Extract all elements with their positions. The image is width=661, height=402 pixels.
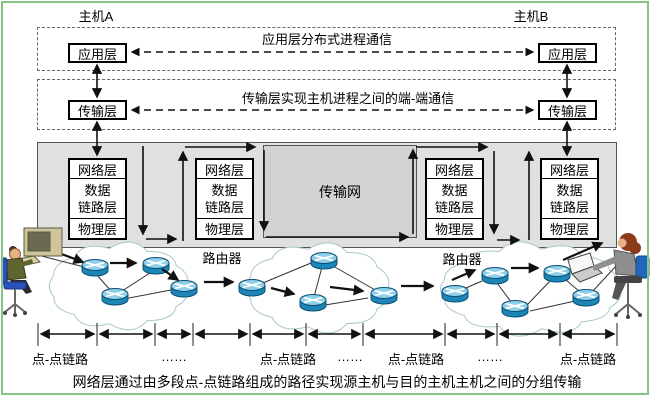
router-icon [501, 299, 529, 318]
router-icon [543, 264, 571, 283]
link-label-3: 点-点链路 [259, 352, 317, 367]
datalink-layer-row: 数据链路层 [427, 178, 482, 219]
router-label-left: 路由器 [202, 251, 242, 266]
diagram-caption: 网络层通过由多段点-点链路组成的路径实现源主机与目的主机主机之间的分组传输 [72, 374, 582, 390]
datalink-line2: 链路层 [204, 199, 244, 215]
router-icon [481, 266, 509, 285]
router-icon [370, 286, 398, 305]
datalink-layer-row: 数据链路层 [542, 178, 597, 219]
datalink-line1: 数据 [441, 182, 468, 198]
router-link-lines [25, 251, 617, 312]
datalink-line1: 数据 [556, 182, 583, 198]
router-icon [299, 293, 327, 312]
router-icon [238, 278, 266, 297]
protocol-stack-router-1: 网络层 数据链路层 物理层 [195, 158, 254, 240]
link-label-2: …… [161, 349, 187, 364]
transport-dashed-region [37, 79, 616, 130]
link-label-7: 点-点链路 [559, 352, 617, 367]
network-layer-row: 网络层 [204, 162, 244, 178]
host-b-label: 主机B [513, 9, 549, 24]
network-cloud-left [48, 241, 189, 331]
routers [81, 251, 600, 318]
transport-layer-box-host-b: 传输层 [538, 100, 597, 120]
protocol-stack-host-a: 网络层 数据链路层 物理层 [68, 158, 127, 240]
routing-arrows [31, 241, 604, 297]
app-comm-label: 应用层分布式进程通信 [261, 32, 393, 47]
datalink-layer-row: 数据链路层 [70, 178, 125, 219]
link-label-5: 点-点链路 [387, 352, 445, 367]
host-a-label: 主机A [78, 9, 114, 24]
app-layer-box-host-a: 应用层 [68, 43, 127, 63]
link-label-4: …… [337, 349, 363, 364]
link-label-6: …… [477, 349, 503, 364]
router-icon [101, 287, 129, 306]
transport-comm-label: 传输层实现主机进程之间的端-端通信 [241, 91, 455, 106]
router-icon [441, 284, 469, 303]
router-icon [572, 288, 600, 307]
datalink-line2: 链路层 [549, 199, 589, 215]
physical-layer-row: 物理层 [549, 222, 589, 237]
datalink-line2: 链路层 [434, 199, 474, 215]
datalink-layer-row: 数据链路层 [197, 178, 252, 219]
datalink-line1: 数据 [84, 182, 111, 198]
transport-layer-box-host-a: 传输层 [68, 100, 127, 120]
app-layer-box-host-b: 应用层 [538, 43, 597, 63]
transport-net-box: 传输网 [263, 145, 417, 238]
application-dashed-region [37, 27, 616, 71]
physical-layer-row: 物理层 [434, 222, 474, 237]
protocol-stack-router-2: 网络层 数据链路层 物理层 [425, 158, 484, 240]
router-icon [81, 258, 109, 277]
router-icon [142, 256, 170, 275]
network-clouds [48, 241, 622, 337]
router-label-right: 路由器 [442, 252, 482, 267]
datalink-line1: 数据 [211, 182, 238, 198]
protocol-stack-host-b: 网络层 数据链路层 物理层 [540, 158, 599, 240]
router-icon [310, 251, 338, 270]
network-layer-row: 网络层 [77, 162, 117, 178]
physical-layer-row: 物理层 [77, 222, 117, 237]
network-cloud-middle [245, 242, 390, 334]
datalink-line2: 链路层 [77, 199, 117, 215]
router-icon [170, 279, 198, 298]
link-label-1: 点-点链路 [31, 352, 89, 367]
physical-layer-row: 物理层 [204, 222, 244, 237]
network-layer-row: 网络层 [434, 162, 474, 178]
p2p-measure-line [37, 323, 618, 346]
network-layer-row: 网络层 [549, 162, 589, 178]
